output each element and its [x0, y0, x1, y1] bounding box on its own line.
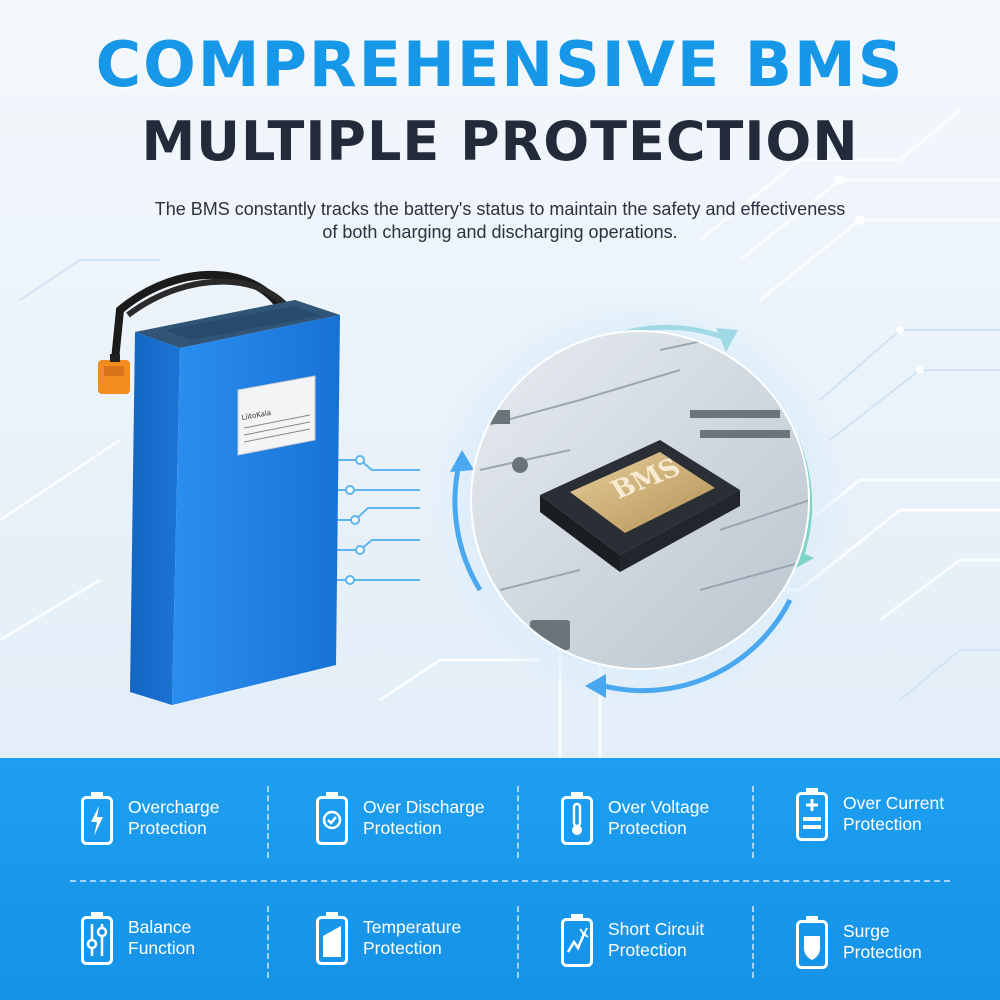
- battery-thermometer-icon: [561, 792, 593, 845]
- battery-plus-minus-icon: [796, 788, 828, 841]
- battery-level-icon: [316, 912, 348, 965]
- feature-label-line: Temperature: [363, 917, 462, 937]
- feature-label-line: Balance: [128, 917, 192, 937]
- feature-label-line: Protection: [608, 818, 687, 838]
- feature-label-line: Protection: [843, 942, 922, 962]
- battery-check-icon: [316, 792, 348, 845]
- divider: [752, 786, 754, 858]
- feature-label-line: Over Discharge: [363, 797, 485, 817]
- feature-label-line: Short Circuit: [608, 919, 705, 939]
- divider: [752, 906, 754, 978]
- battery-lightning-icon: [81, 792, 113, 845]
- feature-label-line: Protection: [608, 940, 687, 960]
- feature-label-line: Protection: [128, 818, 207, 838]
- divider: [267, 906, 269, 978]
- feature-label-line: Overcharge: [128, 797, 220, 817]
- divider: [267, 786, 269, 858]
- feature-label-line: Surge: [843, 921, 890, 941]
- battery-balance-icon: [81, 912, 113, 965]
- feature-label-line: Function: [128, 938, 196, 958]
- feature-label-line: Protection: [363, 938, 442, 958]
- feature-label-line: Protection: [843, 814, 922, 834]
- page-title: COMPREHENSIVE BMS: [95, 28, 905, 101]
- feature-label-line: Over Current: [843, 793, 945, 813]
- feature-label-line: Over Voltage: [608, 797, 710, 817]
- battery-shield-icon: [796, 916, 828, 969]
- divider: [517, 906, 519, 978]
- description-text: The BMS constantly tracks the battery's …: [154, 199, 846, 242]
- divider: [70, 880, 950, 882]
- divider: [517, 786, 519, 858]
- battery-pack-image: LiitoKala: [60, 260, 360, 720]
- feature-label-line: Protection: [363, 818, 442, 838]
- battery-spark-icon: [561, 914, 593, 967]
- bms-chip-illustration: BMS: [420, 290, 860, 730]
- page-subtitle: MULTIPLE PROTECTION: [141, 110, 859, 173]
